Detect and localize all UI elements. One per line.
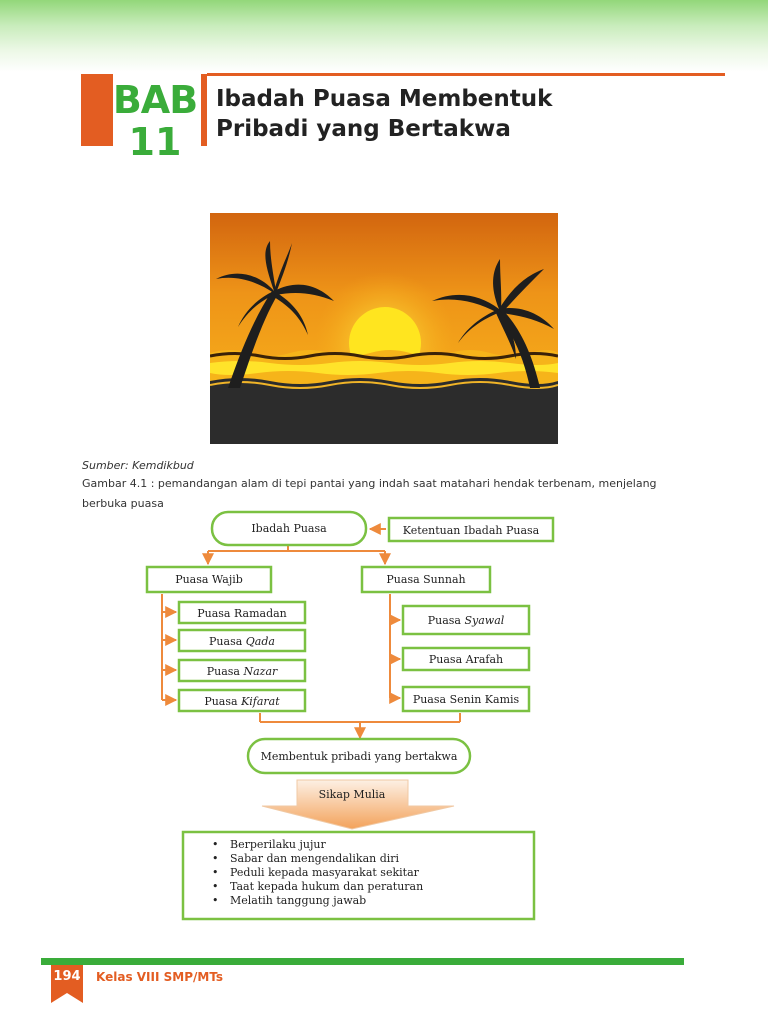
wajib-node: Puasa Wajib [145, 565, 273, 594]
list-item: Berperilaku jujur [230, 838, 326, 851]
title-accent-horizontal [207, 73, 725, 76]
wajib-item-label: Puasa Nazar [207, 665, 278, 678]
chapter-title: Ibadah Puasa Membentuk Pribadi yang Bert… [216, 84, 716, 144]
rules-node: Ketentuan Ibadah Puasa [387, 516, 555, 543]
figure-caption-line-1: Gambar 4.1 : pemandangan alam di tepi pa… [82, 477, 657, 490]
root-node-label: Ibadah Puasa [251, 522, 327, 535]
bullet-icon: • [212, 866, 219, 879]
wajib-item-label: Puasa Qada [209, 635, 275, 648]
wajib-item-qada: Puasa Qada [177, 628, 307, 653]
sunnah-item-arafah: Puasa Arafah [401, 646, 531, 672]
sunnah-item-label: Puasa Syawal [428, 614, 505, 627]
beach [210, 378, 558, 444]
page-number-ribbon [51, 965, 83, 1003]
left-palm-fronds [216, 241, 334, 335]
title-accent-vertical [201, 74, 207, 146]
chapter-label: BAB [112, 78, 198, 122]
connector-lines [161, 523, 461, 740]
noble-attitude-label: Sikap Mulia [319, 788, 386, 801]
noble-attitude-arrow: Sikap Mulia [261, 779, 455, 830]
result-node: Membentuk pribadi yang bertakwa [246, 737, 472, 775]
concept-map: Ibadah Puasa Ketentuan Ibadah Puasa Puas… [145, 510, 555, 921]
list-item: Peduli kepada masyarakat sekitar [230, 866, 420, 879]
sunnah-node-label: Puasa Sunnah [386, 573, 465, 586]
footer-bar [41, 958, 684, 965]
left-palm-trunk [228, 291, 278, 388]
figure-caption-line-2: berbuka puasa [82, 497, 164, 510]
rules-node-label: Ketentuan Ibadah Puasa [403, 524, 540, 537]
chapter-title-line-1: Ibadah Puasa Membentuk [216, 86, 553, 112]
right-palm-fronds [432, 259, 554, 359]
list-item: Sabar dan mengendalikan diri [230, 852, 400, 865]
wajib-item-label: Puasa Ramadan [197, 607, 287, 620]
bullet-icon: • [212, 880, 219, 893]
chapter-bar [81, 74, 113, 146]
figure-caption: Gambar 4.1 : pemandangan alam di tepi pa… [82, 474, 682, 514]
sea-glint [210, 361, 558, 375]
sunnah-item-label: Puasa Arafah [429, 653, 503, 666]
top-gradient-band [0, 0, 768, 72]
wajib-item-nazar: Puasa Nazar [177, 658, 307, 683]
figure-source: Sumber: Kemdikbud [82, 459, 194, 472]
root-node: Ibadah Puasa [210, 510, 368, 547]
sunnah-item-label: Puasa Senin Kamis [413, 693, 520, 706]
sunnah-node: Puasa Sunnah [360, 565, 492, 594]
sunset-beach-illustration [210, 213, 558, 444]
wajib-item-ramadan: Puasa Ramadan [177, 600, 307, 625]
chapter-title-line-2: Pribadi yang Bertakwa [216, 116, 511, 142]
list-item: Melatih tanggung jawab [230, 894, 366, 907]
list-item: Taat kepada hukum dan peraturan [230, 880, 423, 893]
footer-class-label: Kelas VIII SMP/MTs [96, 970, 224, 984]
sunnah-item-syawal: Puasa Syawal [401, 604, 531, 636]
chapter-number: 11 [128, 120, 182, 164]
right-palm-trunk [496, 309, 540, 388]
shoreline [210, 381, 558, 389]
wajib-item-label: Puasa Kifarat [204, 695, 280, 708]
wajib-node-label: Puasa Wajib [175, 573, 243, 586]
bullet-icon: • [212, 894, 219, 907]
result-node-label: Membentuk pribadi yang bertakwa [261, 750, 458, 763]
page-number: 194 [53, 969, 81, 984]
bullet-icon: • [212, 838, 219, 851]
wajib-item-kifarat: Puasa Kifarat [177, 688, 307, 713]
sunnah-item-senin-kamis: Puasa Senin Kamis [401, 685, 531, 713]
attitude-list: • Berperilaku jujur • Sabar dan mengenda… [181, 830, 536, 921]
bullet-icon: • [212, 852, 219, 865]
horizon-line [210, 352, 558, 360]
